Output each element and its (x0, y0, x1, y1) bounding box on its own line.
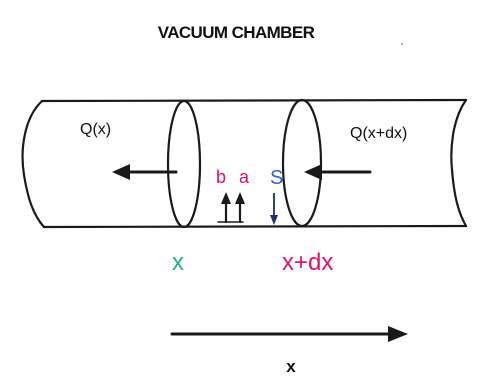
arrow-b-icon (221, 192, 231, 204)
arrow-a-icon (235, 192, 245, 204)
label-s: S (270, 167, 283, 189)
flow-arrow-left-icon (112, 164, 130, 180)
position-label-x: x (172, 249, 184, 276)
axis-arrow-icon (388, 326, 408, 342)
tube-right-end (450, 98, 468, 228)
label-b: b (216, 167, 226, 187)
flow-label-left: Q(x) (80, 121, 111, 138)
tube-bottom-line (42, 224, 468, 229)
position-label-x-dx: x+dx (282, 249, 333, 276)
cross-section-x (166, 99, 202, 229)
speck-dot (401, 43, 403, 45)
label-a: a (239, 167, 250, 187)
flow-arrow-right-icon (304, 164, 322, 180)
flow-label-right: Q(x+dx) (350, 125, 407, 142)
diagram-title: VACUUM CHAMBER (158, 23, 315, 42)
axis-label: x (286, 357, 296, 376)
arrow-s-icon (270, 215, 278, 225)
cross-section-x-dx (281, 98, 323, 228)
tube-top-line (40, 98, 468, 103)
tube-left-end (21, 99, 46, 229)
